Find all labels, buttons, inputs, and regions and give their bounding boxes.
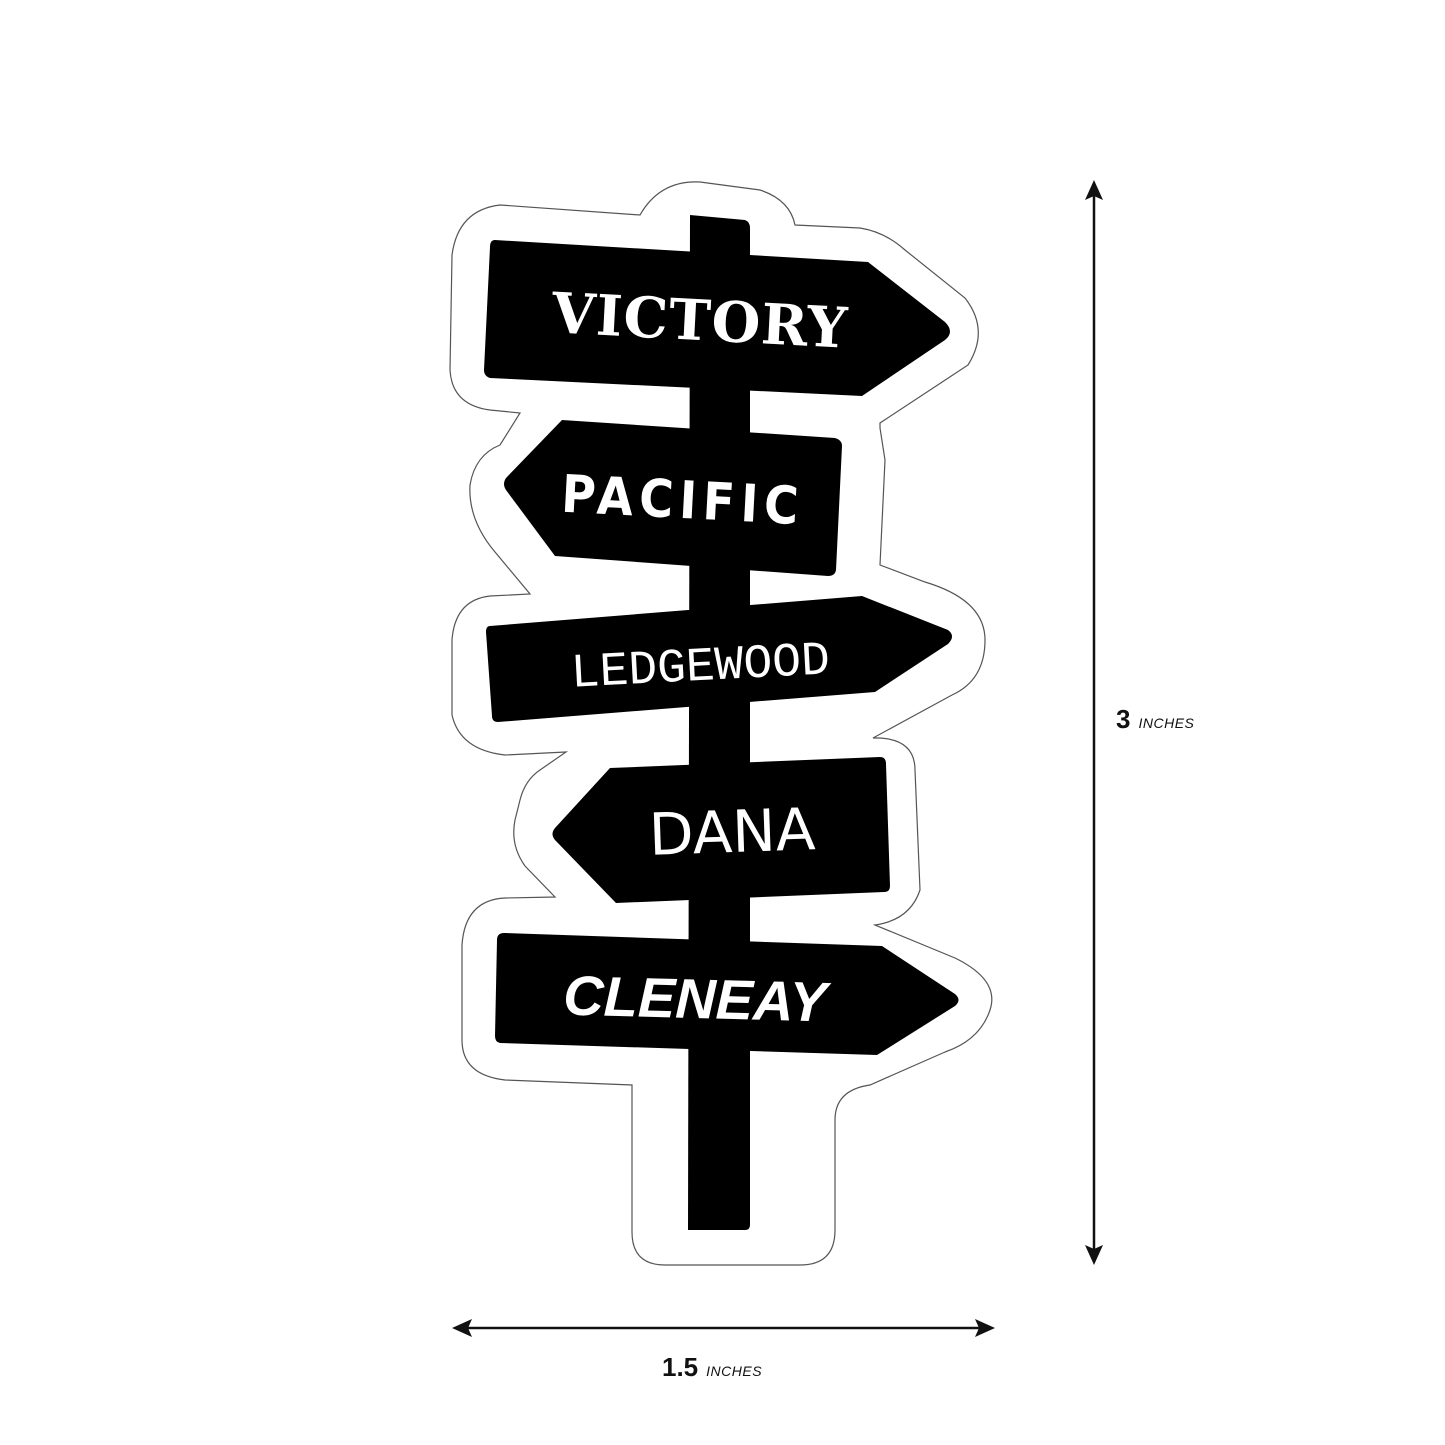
sign-victory (484, 240, 950, 396)
width-dimension-label: 1.5 INCHES (662, 1352, 762, 1383)
width-value: 1.5 (662, 1352, 699, 1382)
arrow-down-icon (1085, 1245, 1103, 1265)
height-dimension-label: 3 INCHES (1116, 704, 1194, 735)
arrow-right-icon (975, 1319, 995, 1337)
width-dimension-arrow (452, 1319, 995, 1337)
sign-label-victory: VICTORY (549, 280, 850, 361)
sign-dana (552, 757, 890, 903)
sign-label-dana: DANA (648, 795, 817, 869)
height-unit: INCHES (1138, 715, 1195, 731)
width-unit: INCHES (706, 1363, 763, 1379)
arrow-left-icon (452, 1319, 472, 1337)
sign-label-cleneay: CLENEAY (563, 964, 833, 1034)
sign-pacific (504, 420, 842, 576)
sign-ledgewood (486, 596, 952, 722)
sign-label-pacific: PACIFIC (560, 465, 806, 538)
arrow-up-icon (1085, 180, 1103, 200)
height-value: 3 (1116, 704, 1131, 734)
sign-cleneay (495, 933, 959, 1055)
height-dimension-arrow (1085, 180, 1103, 1265)
